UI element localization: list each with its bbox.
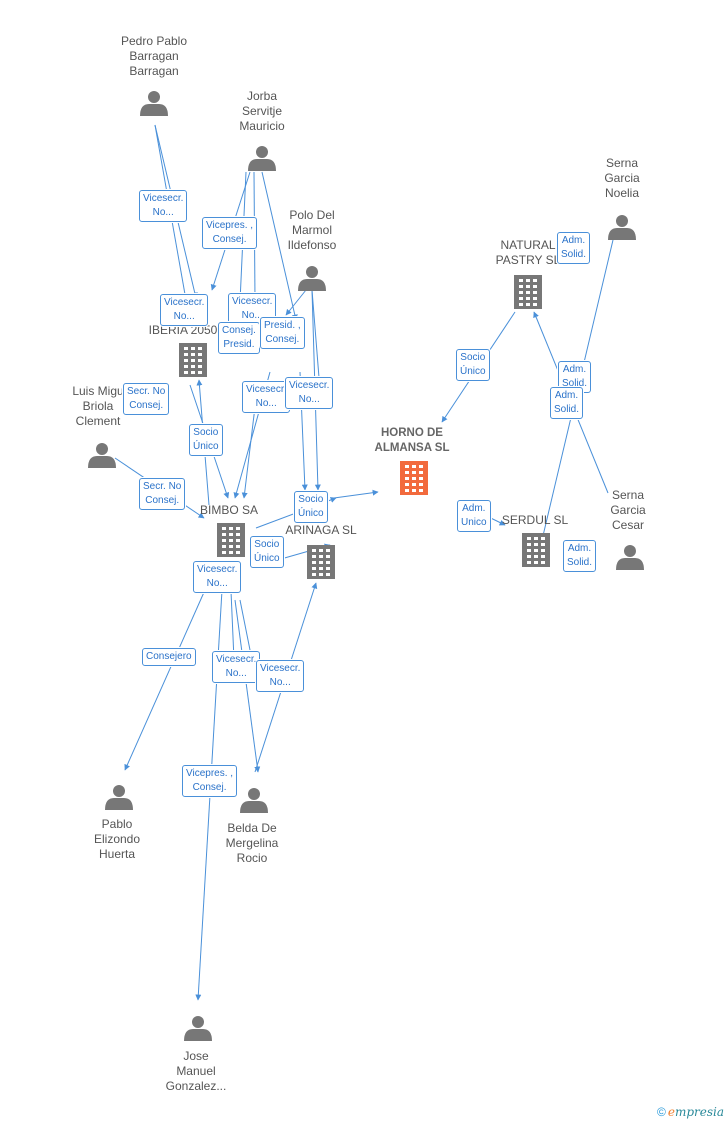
node-label-pablo[interactable]: Pablo Elizondo Huerta [93, 817, 141, 861]
edge-label[interactable]: Vicesecr. No... [193, 561, 242, 593]
node-label-natural[interactable]: NATURAL PASTRY SL [495, 238, 561, 267]
edge-label[interactable]: Vicesecr. No... [285, 377, 334, 409]
person-icon[interactable] [140, 91, 168, 116]
edge-label[interactable]: Adm. Solid. [563, 540, 597, 572]
person-icon[interactable] [608, 215, 636, 240]
node-pedro: Pedro Pablo Barragan Barragan [99, 34, 209, 79]
node-label-pedro[interactable]: Pedro Pablo Barragan Barragan [120, 34, 188, 78]
node-natural: NATURAL PASTRY SL [473, 238, 583, 268]
person-icon[interactable] [88, 443, 116, 468]
person-icon[interactable] [240, 788, 268, 813]
node-iberia: IBERIA 2050 [128, 323, 238, 338]
building-icon[interactable] [514, 275, 542, 309]
node-label-serdul[interactable]: SERDUL SL [501, 513, 569, 527]
edge-line [239, 599, 254, 661]
node-label-jorba[interactable]: Jorba Servitje Mauricio [239, 89, 285, 133]
brand-logo: empresia [667, 1105, 724, 1119]
edge-label[interactable]: Socio Único [294, 491, 328, 523]
node-label-luis[interactable]: Luis Migu Briola Clement [72, 384, 124, 428]
building-icon[interactable] [217, 523, 245, 557]
building-icon[interactable] [179, 343, 207, 377]
edge-label[interactable]: Secr. No Consej. [139, 478, 186, 510]
node-serna-cesar: Serna Garcia Cesar [573, 488, 683, 533]
edge-label[interactable]: Adm. Solid. [557, 232, 591, 264]
node-label-horno[interactable]: HORNO DE ALMANSA SL [374, 427, 450, 454]
node-horno: HORNO DE ALMANSA SL [357, 426, 467, 456]
node-serdul: SERDUL SL [480, 513, 590, 528]
edge-line [234, 599, 261, 773]
edge-label[interactable]: Socio Único [189, 424, 223, 456]
edge-label[interactable]: Vicesecr. No... [256, 660, 305, 692]
person-icon[interactable] [184, 1016, 212, 1041]
edge-label[interactable]: Vicesecr. No... [212, 651, 261, 683]
edge-label[interactable]: Vicepres. , Consej. [182, 765, 238, 797]
edge-line [333, 489, 379, 499]
node-luis: Luis Migu Briola Clement [43, 384, 153, 429]
person-icon[interactable] [105, 785, 133, 810]
edge-label[interactable]: Adm. Solid. [550, 387, 584, 419]
edge-label[interactable]: Vicesecr. No... [160, 294, 209, 326]
node-bimbo: BIMBO SA [174, 503, 284, 518]
edge-label[interactable]: Consejero [142, 648, 196, 666]
person-icon[interactable] [298, 266, 326, 291]
footer-brand[interactable]: ©empresia [657, 1105, 724, 1119]
node-label-jose[interactable]: Jose Manuel Gonzalez... [165, 1049, 227, 1093]
edge-label[interactable]: Vicesecr. No... [139, 190, 188, 222]
person-icon[interactable] [248, 146, 276, 171]
node-serna-noelia: Serna Garcia Noelia [567, 156, 677, 201]
edge-label[interactable]: Socio Único [250, 536, 284, 568]
building-icon[interactable] [522, 533, 550, 567]
edge-label[interactable]: Presid. , Consej. [260, 317, 305, 349]
node-icons [88, 91, 644, 1041]
node-arinaga: ARINAGA SL [266, 523, 376, 538]
node-belda: Belda De Mergelina Rocio [197, 821, 307, 866]
edge-line [311, 289, 323, 391]
node-pablo: Pablo Elizondo Huerta [62, 817, 172, 862]
edge-label[interactable]: Adm. Unico [457, 500, 491, 532]
edge-line [124, 589, 206, 771]
edge-label[interactable]: Socio Único [456, 349, 490, 381]
copyright-symbol: © [656, 1105, 666, 1119]
node-label-serna-cesar[interactable]: Serna Garcia Cesar [610, 488, 646, 532]
edge-line [261, 171, 298, 321]
edge-label[interactable]: Consej. Presid. [218, 322, 260, 354]
edge-label[interactable]: Vicesecr. No... [242, 381, 291, 413]
building-icon[interactable] [307, 545, 335, 579]
node-jose: Jose Manuel Gonzalez... [141, 1049, 251, 1094]
node-jorba: Jorba Servitje Mauricio [207, 89, 317, 134]
node-label-bimbo[interactable]: BIMBO SA [199, 503, 258, 517]
node-label-belda[interactable]: Belda De Mergelina Rocio [225, 821, 279, 865]
edge-label[interactable]: Vicepres. , Consej. [202, 217, 258, 249]
building-icon[interactable] [400, 461, 428, 495]
node-label-serna-noelia[interactable]: Serna Garcia Noelia [604, 156, 640, 200]
node-label-iberia[interactable]: IBERIA 2050 [148, 323, 218, 337]
edge-label[interactable]: Secr. No Consej. [123, 383, 170, 415]
node-label-arinaga[interactable]: ARINAGA SL [285, 523, 357, 537]
node-polo: Polo Del Marmol Ildefonso [257, 208, 367, 253]
node-label-polo[interactable]: Polo Del Marmol Ildefonso [287, 208, 337, 252]
person-icon[interactable] [616, 545, 644, 570]
edge-line [285, 289, 307, 316]
